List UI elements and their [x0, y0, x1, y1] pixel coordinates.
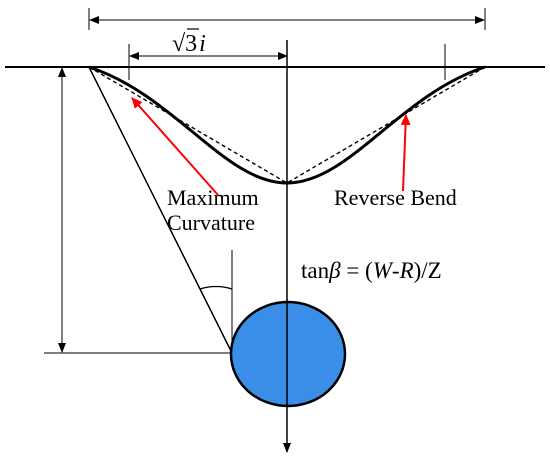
max-curvature-label-line1: Maximum	[167, 185, 259, 210]
max-curvature-arrow	[131, 97, 219, 196]
reverse-bend-label: Reverse Bend	[334, 185, 457, 210]
inflection-distance-label: √3i	[172, 31, 206, 57]
tunnel-circle	[229, 300, 347, 408]
angle-arc	[199, 285, 233, 290]
settlement-trough-curve	[88, 65, 486, 185]
influence-line	[88, 66, 233, 354]
max-curvature-label-line2: Curvature	[167, 210, 255, 235]
angle-formula-label: tanβ = (W-R)/Z	[301, 258, 442, 283]
reverse-bend-arrow	[400, 114, 411, 192]
